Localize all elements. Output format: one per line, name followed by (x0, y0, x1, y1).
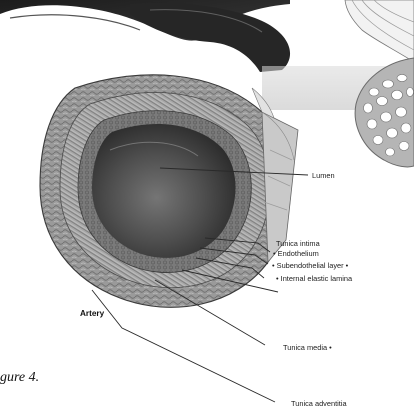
tunica-intima-label: Tunica intima (276, 239, 321, 248)
artery-label: Artery (80, 309, 105, 318)
tunica-media-label: Tunica media • (283, 343, 332, 352)
lumen-label: Lumen (312, 171, 335, 180)
subendothelial-layer-label: • Subendothelial layer • (272, 261, 349, 270)
coiled-vessel (0, 0, 290, 72)
endothelium-label: • Endothelium (273, 249, 319, 258)
tunica-adventitia-label: Tunica adventitia (291, 399, 347, 408)
elastic-ribbon (345, 0, 414, 62)
artery-cross-section (40, 75, 298, 308)
figure-caption: gure 4. (0, 370, 39, 385)
internal-elastic-lamina-label: • Internal elastic lamina (276, 274, 353, 283)
